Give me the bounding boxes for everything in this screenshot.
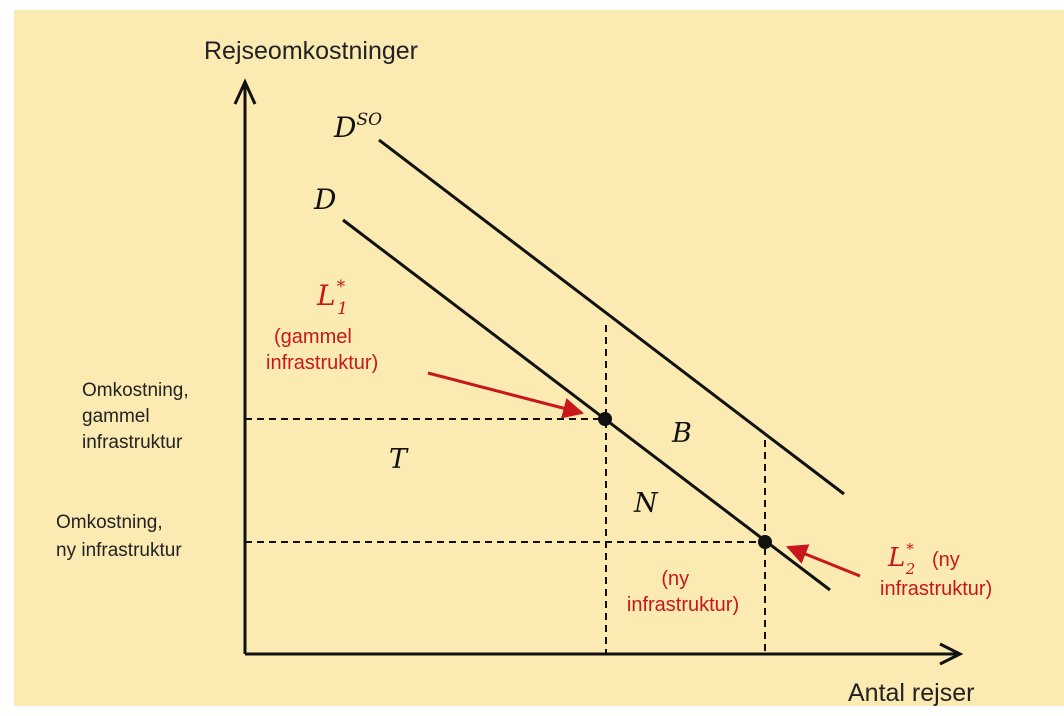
l2-label-sup: *	[906, 540, 914, 558]
l1-note-line1: (gammel	[274, 326, 352, 348]
l2-note: (ny infrastruktur)	[880, 549, 992, 600]
d-curve-label: D	[313, 183, 336, 216]
l1-label-sub: 1	[337, 299, 348, 319]
ny-area-line2: infrastruktur)	[627, 594, 739, 616]
demand-diagram: Rejseomkostninger Antal rejser DSO D Omk…	[14, 10, 1064, 706]
ny-area-line1: (ny	[661, 568, 689, 590]
l2-label-sub: 2	[905, 560, 916, 578]
l1-note-line2: infrastruktur)	[266, 352, 378, 374]
l1-label-base: L	[316, 279, 336, 312]
dso-label-base: D	[333, 111, 356, 144]
region-b-label: B	[671, 418, 692, 449]
diagram-background	[14, 10, 1064, 706]
l1-arrow	[427, 371, 585, 419]
l1-note: (gammel infrastruktur)	[266, 326, 378, 374]
l2-label: L* 2	[887, 540, 915, 578]
l2-label-base: L	[887, 543, 905, 573]
old-cost-label-line2: gammel	[82, 406, 150, 427]
dso-curve-label: DSO	[333, 110, 382, 144]
x-axis-label: Antal rejser	[848, 679, 974, 706]
old-cost-label-line1: Omkostning,	[82, 380, 189, 401]
dso-label-sup: SO	[356, 110, 382, 130]
new-cost-label: Omkostning, ny infrastruktur	[56, 512, 182, 561]
y-axis-label: Rejseomkostninger	[204, 37, 418, 65]
new-cost-label-line2: ny infrastruktur	[56, 540, 182, 561]
l2-note-line2: infrastruktur)	[880, 578, 992, 600]
l2-note-line1: (ny	[932, 549, 960, 571]
dso-curve	[378, 138, 845, 496]
y-axis-arrowhead	[233, 78, 257, 105]
diagram-panel: Rejseomkostninger Antal rejser DSO D Omk…	[14, 10, 1064, 706]
region-n-label: N	[633, 488, 659, 519]
d-curve	[342, 218, 831, 592]
region-t-label: T	[389, 444, 409, 475]
l2-arrow	[786, 544, 861, 578]
new-cost-label-line1: Omkostning,	[56, 512, 163, 533]
l1-point	[598, 412, 612, 426]
l1-label-sup: *	[337, 277, 346, 297]
l2-point	[758, 535, 772, 549]
old-cost-label-line3: infrastruktur	[82, 432, 183, 453]
l1-label: L*1	[316, 277, 348, 319]
ny-infrastruktur-area-label: (ny infrastruktur)	[627, 568, 739, 616]
x-axis-arrowhead	[939, 642, 964, 666]
old-cost-label: Omkostning, gammel infrastruktur	[82, 380, 194, 453]
